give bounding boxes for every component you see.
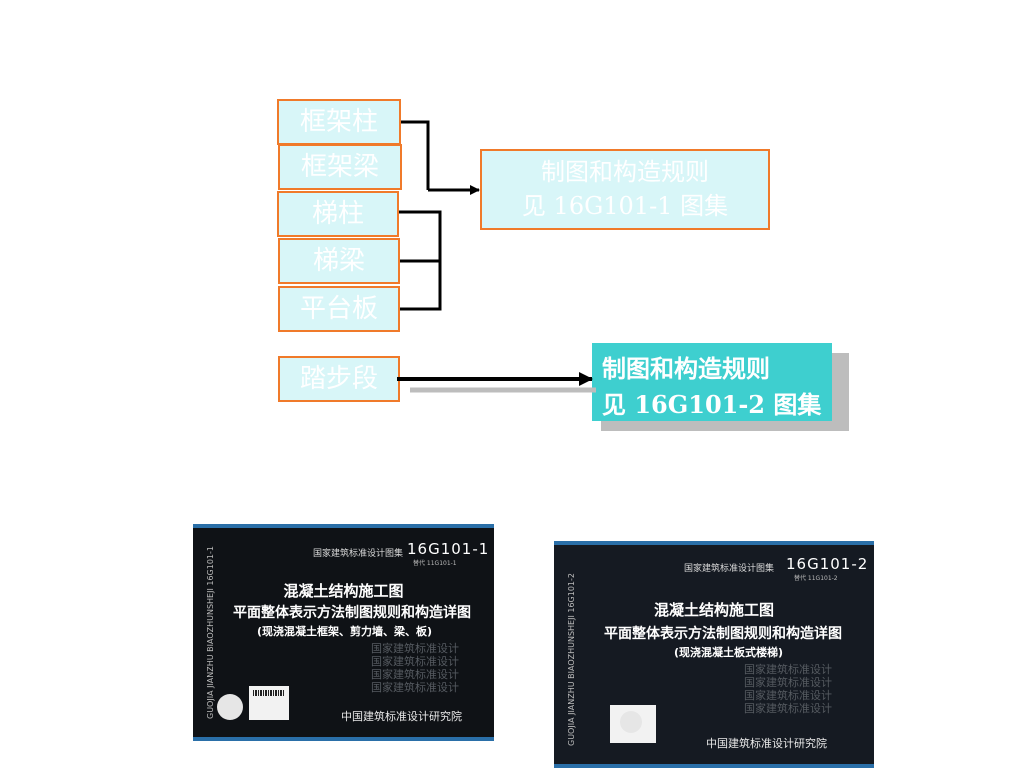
bracket-top — [401, 122, 428, 190]
cover-stripe-top — [193, 524, 494, 528]
cover-16g101-1: 国家建筑标准设计图集 16G101-1 替代 11G101-1 GUOJIA J… — [193, 524, 494, 741]
cover-vertical-text: GUOJIA JIANZHU BIAOZHUNSHEJI 16G101-1 — [206, 546, 215, 719]
cover-title1: 混凝土结构施工图 — [193, 580, 494, 601]
cover-title1: 混凝土结构施工图 — [554, 599, 874, 620]
seal-icon — [217, 694, 243, 720]
cover-replaces: 替代 11G101-1 — [413, 558, 457, 567]
cover-16g101-2: 国家建筑标准设计图集 16G101-2 替代 11G101-2 GUOJIA J… — [554, 541, 874, 768]
cover-code: 16G101-1 — [407, 540, 489, 558]
cover-replaces: 替代 11G101-2 — [794, 573, 838, 582]
cover-stripe-bottom — [554, 764, 874, 768]
cover-series: 国家建筑标准设计图集 — [313, 546, 403, 559]
cover-title3: (现浇混凝土板式楼梯) — [674, 644, 783, 660]
cover-code: 16G101-2 — [786, 555, 868, 573]
cover-publisher: 中国建筑标准设计研究院 — [706, 735, 827, 751]
cover-title3: (现浇混凝土框架、剪力墙、梁、板) — [257, 623, 432, 639]
seal-icon — [620, 711, 642, 733]
cover-watermark: 国家建筑标准设计国家建筑标准设计国家建筑标准设计国家建筑标准设计 — [371, 642, 459, 694]
cover-title2: 平面整体表示方法制图规则和构造详图 — [233, 602, 471, 622]
cover-series: 国家建筑标准设计图集 — [684, 561, 774, 574]
cover-title2: 平面整体表示方法制图规则和构造详图 — [604, 623, 842, 643]
cover-stripe-top — [554, 541, 874, 545]
cover-stripe-bottom — [193, 737, 494, 741]
cover-watermark: 国家建筑标准设计国家建筑标准设计国家建筑标准设计国家建筑标准设计 — [744, 663, 832, 715]
barcode-icon — [253, 690, 285, 696]
cover-publisher: 中国建筑标准设计研究院 — [341, 708, 462, 724]
